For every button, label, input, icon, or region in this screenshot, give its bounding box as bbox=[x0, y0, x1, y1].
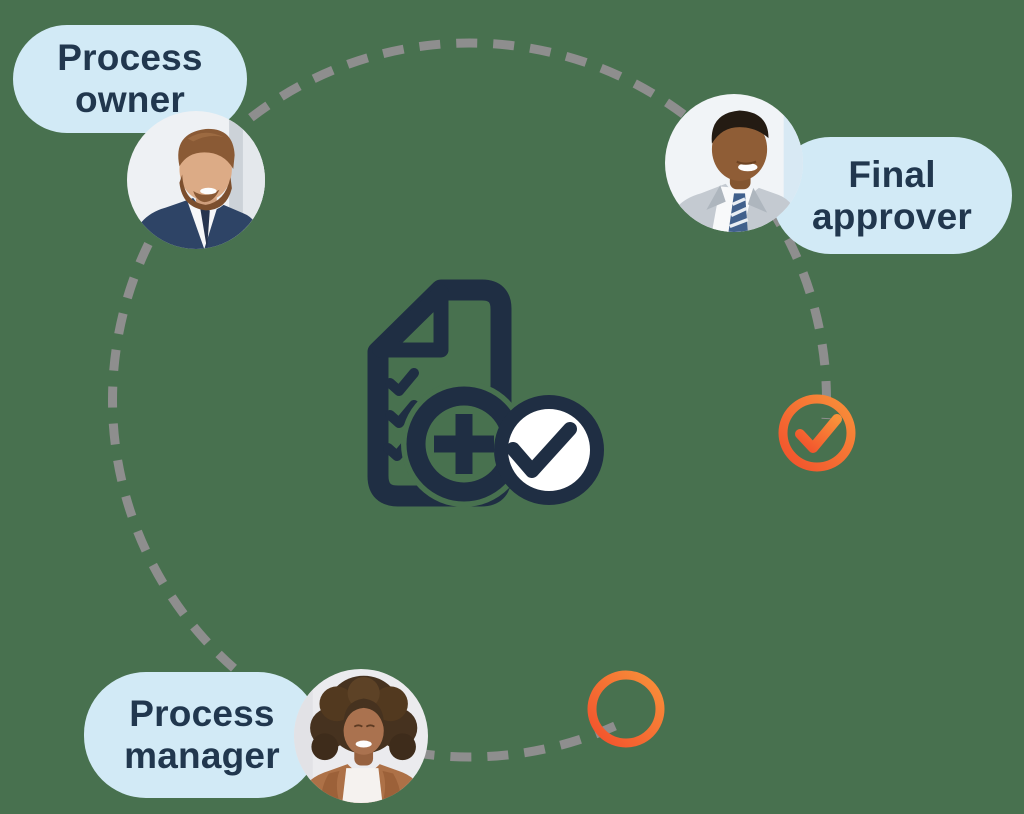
plus-icon bbox=[434, 414, 494, 474]
avatar-final-approver-graphic bbox=[665, 94, 803, 232]
check-circle-icon bbox=[778, 394, 856, 472]
document-checklist-add-approve-icon bbox=[367, 279, 604, 507]
role-pill-process-manager: Process manager bbox=[84, 672, 320, 798]
avatar-process-manager bbox=[294, 669, 428, 803]
check-icon bbox=[506, 422, 577, 478]
avatar-process-manager-graphic bbox=[294, 669, 428, 803]
role-label-line: Process bbox=[129, 693, 275, 735]
role-label-line: Final bbox=[848, 153, 936, 195]
role-pill-final-approver: Final approver bbox=[772, 137, 1012, 254]
role-label-line: approver bbox=[812, 195, 972, 237]
plus-circle-icon bbox=[587, 670, 665, 748]
avatar-process-owner bbox=[127, 111, 265, 249]
role-label-line: manager bbox=[124, 735, 280, 776]
role-label-line: owner bbox=[75, 79, 185, 120]
avatar-final-approver bbox=[665, 94, 803, 232]
avatar-process-owner-graphic bbox=[127, 111, 265, 249]
role-label-line: Process bbox=[57, 37, 203, 79]
